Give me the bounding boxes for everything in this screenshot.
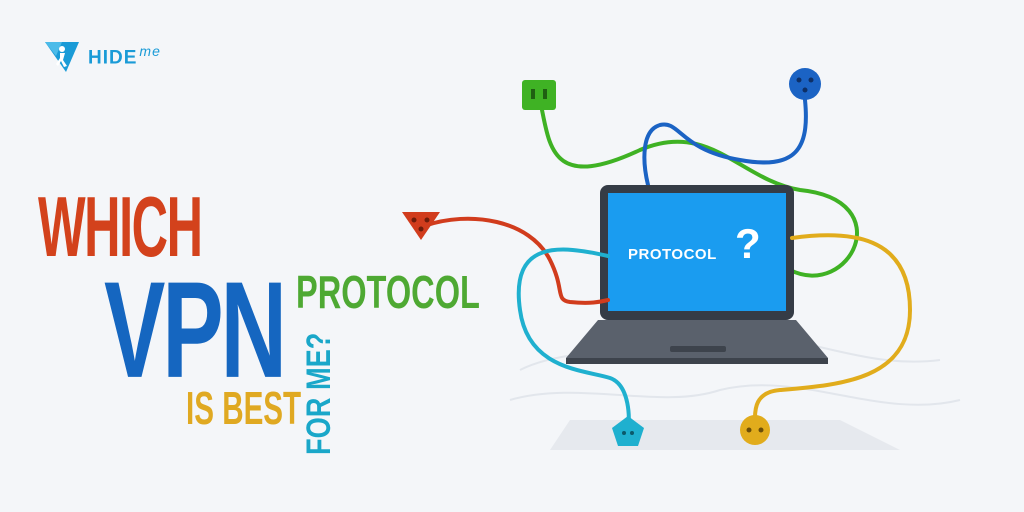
headline-is-best: IS BEST <box>186 383 302 435</box>
yellow-plug-icon <box>740 415 770 445</box>
blue-plug-icon <box>789 68 821 100</box>
laptop-shadow <box>550 420 900 450</box>
question-mark-icon: ? <box>735 220 761 267</box>
cyan-plug-icon <box>612 416 644 446</box>
laptop-illustration: PROTOCOL ? <box>380 40 1000 500</box>
cyan-cable <box>516 247 631 432</box>
blue-cable <box>642 98 808 187</box>
headline-for-me: FOR ME? <box>300 332 338 455</box>
headline-protocol: PROTOCOL <box>296 266 480 319</box>
headline: WHICH VPN PROTOCOL IS BEST FOR ME? <box>38 179 480 455</box>
yellow-cable <box>753 233 913 420</box>
laptop <box>566 185 828 364</box>
headline-which: WHICH <box>38 179 203 275</box>
screen-protocol-label: PROTOCOL <box>628 246 717 263</box>
red-plug-icon <box>402 212 440 240</box>
brand-name-text: HIDE <box>88 47 138 69</box>
brand-suffix: me <box>139 42 161 59</box>
red-cable <box>422 216 610 305</box>
hide-me-logo-icon <box>45 42 79 72</box>
green-plug-icon <box>522 80 556 110</box>
laptop-scene-svg <box>402 68 961 450</box>
headline-vpn: VPN <box>104 253 287 407</box>
